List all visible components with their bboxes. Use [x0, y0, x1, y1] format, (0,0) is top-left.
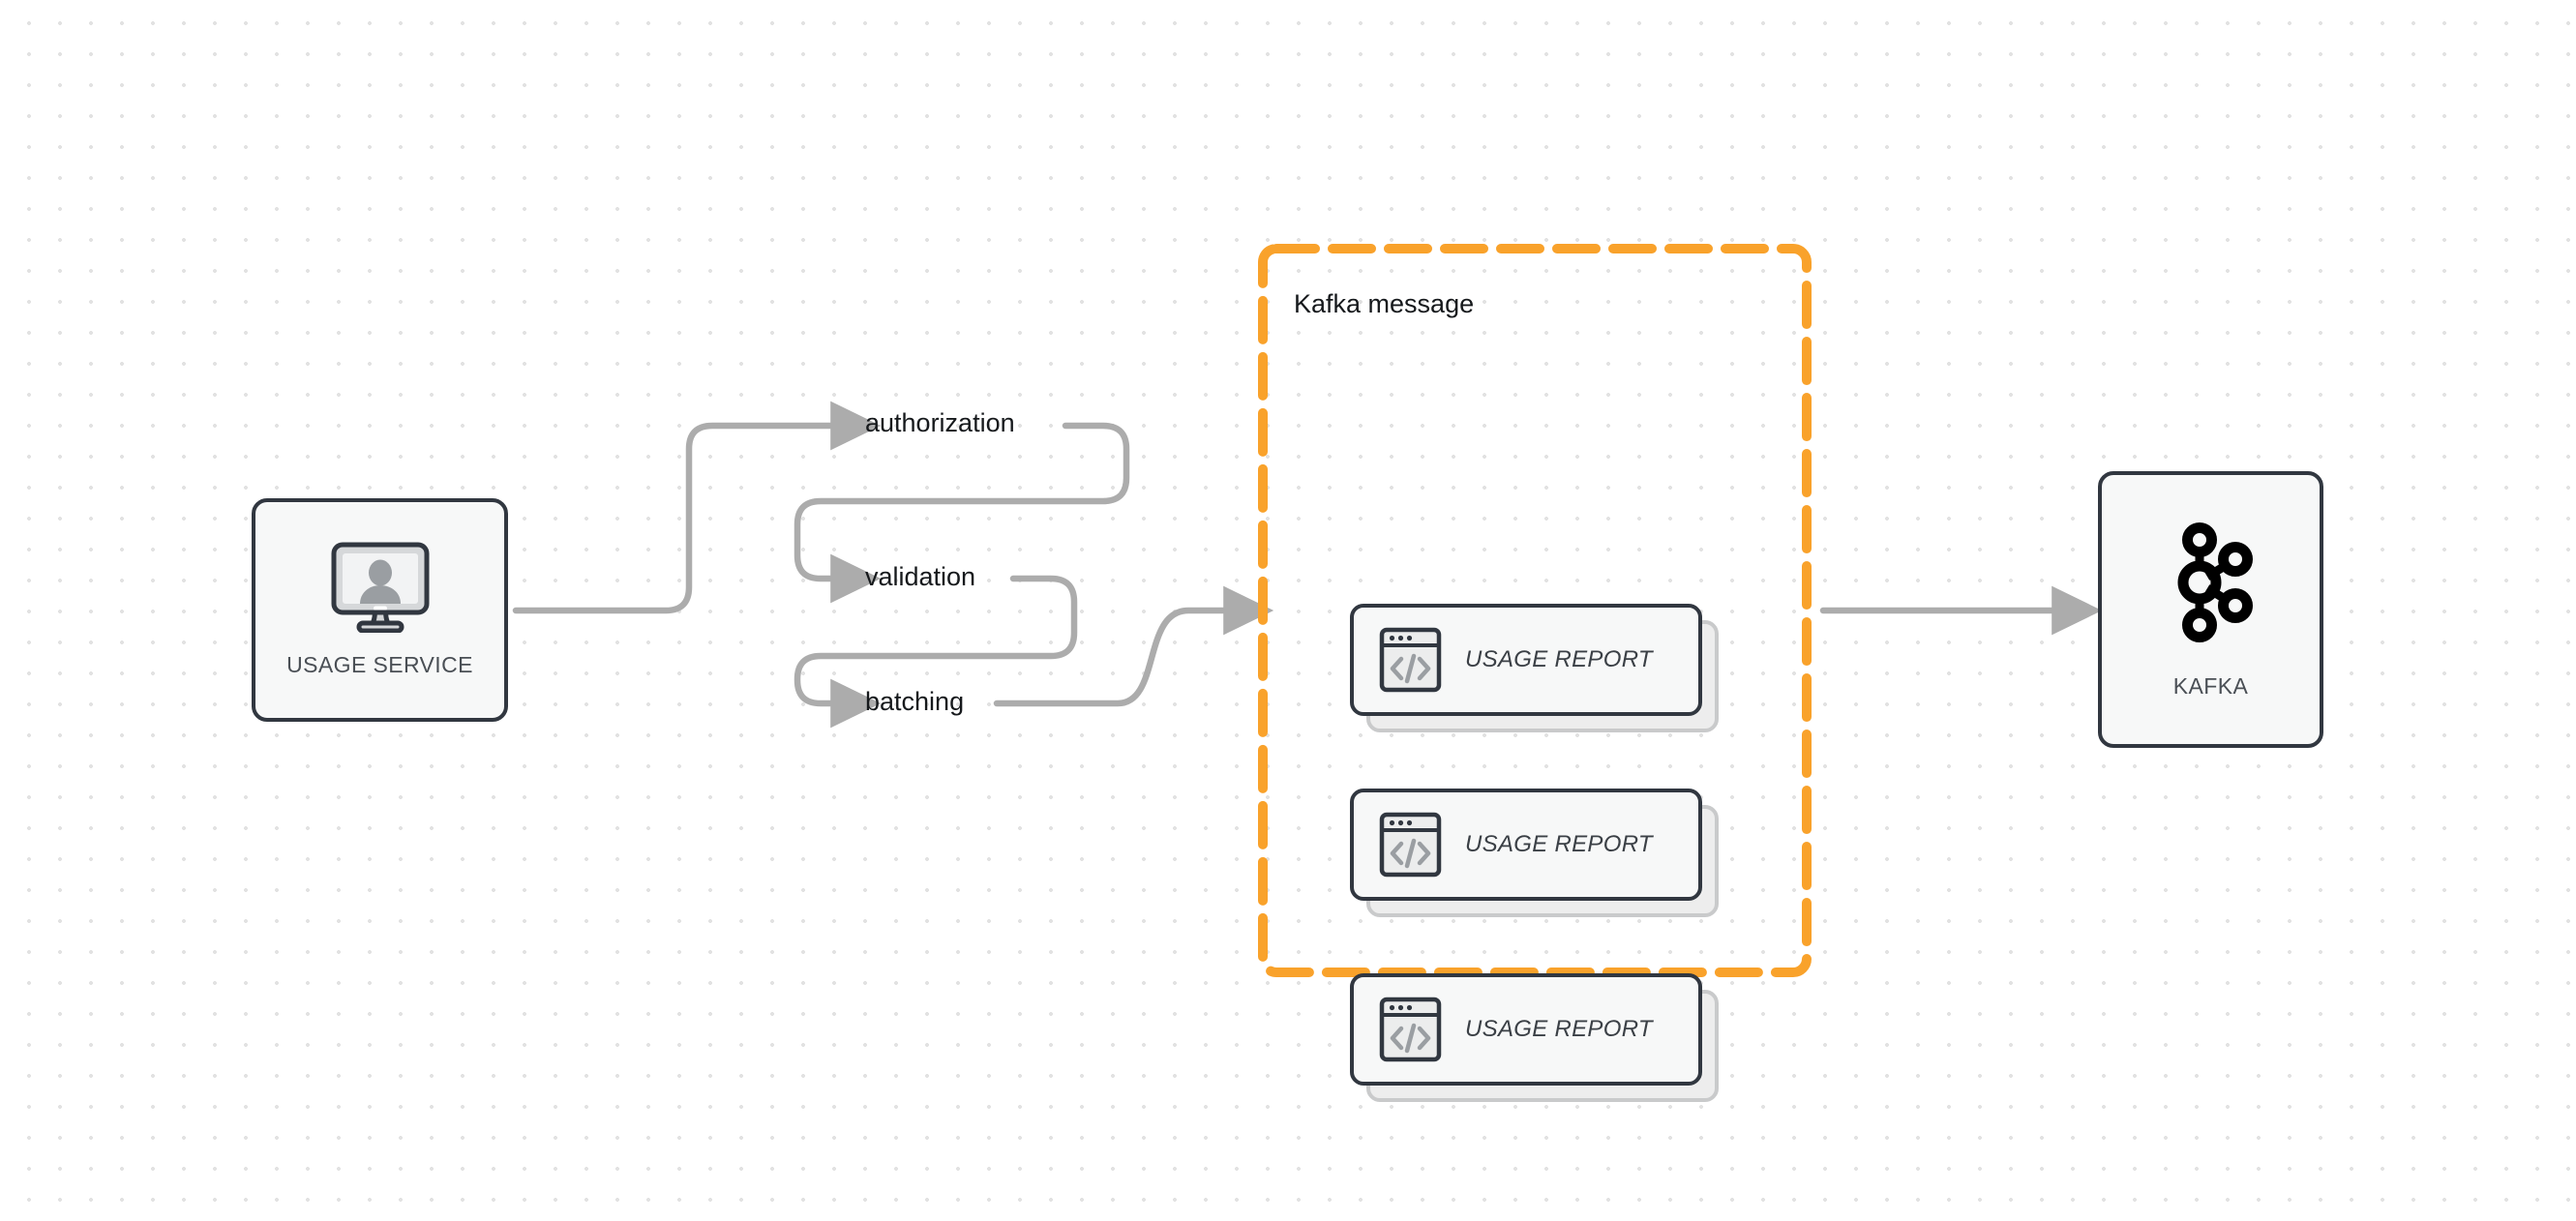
connector-batching-to-kafka-message: [993, 585, 1274, 707]
node-kafka[interactable]: KAFKA: [2098, 471, 2323, 748]
code-window-icon: [1379, 812, 1442, 878]
usage-report-card[interactable]: USAGE REPORT: [1350, 973, 1719, 1102]
code-window-icon: [1379, 627, 1442, 693]
process-label-authorization: authorization: [865, 408, 1015, 437]
process-label-validation: validation: [865, 562, 976, 591]
process-label-batching: batching: [865, 687, 965, 716]
card-front[interactable]: USAGE REPORT: [1350, 789, 1702, 901]
card-label: USAGE REPORT: [1465, 646, 1653, 672]
node-label-usage-service: USAGE SERVICE: [286, 652, 473, 677]
kafka-message-group[interactable]: Kafka message USAGE REP: [1258, 244, 1812, 1102]
connector-validation-to-batching: [794, 575, 1078, 729]
code-window-icon: [1379, 997, 1442, 1062]
usage-report-card[interactable]: USAGE REPORT: [1350, 604, 1719, 732]
usage-report-card[interactable]: USAGE REPORT: [1350, 789, 1719, 917]
card-front[interactable]: USAGE REPORT: [1350, 604, 1702, 716]
kafka-logo-icon: [2168, 521, 2255, 644]
card-front[interactable]: USAGE REPORT: [1350, 973, 1702, 1086]
connector-authorization-to-validation: [794, 422, 1130, 604]
connector-usage-service-to-authorization: [512, 401, 882, 614]
node-usage-service[interactable]: USAGE SERVICE: [252, 498, 508, 722]
kafka-message-title: Kafka message: [1294, 289, 1475, 318]
monitor-user-icon: [330, 542, 431, 633]
node-label-kafka: KAFKA: [2172, 672, 2249, 699]
card-label: USAGE REPORT: [1465, 1016, 1653, 1042]
card-label: USAGE REPORT: [1465, 831, 1653, 857]
